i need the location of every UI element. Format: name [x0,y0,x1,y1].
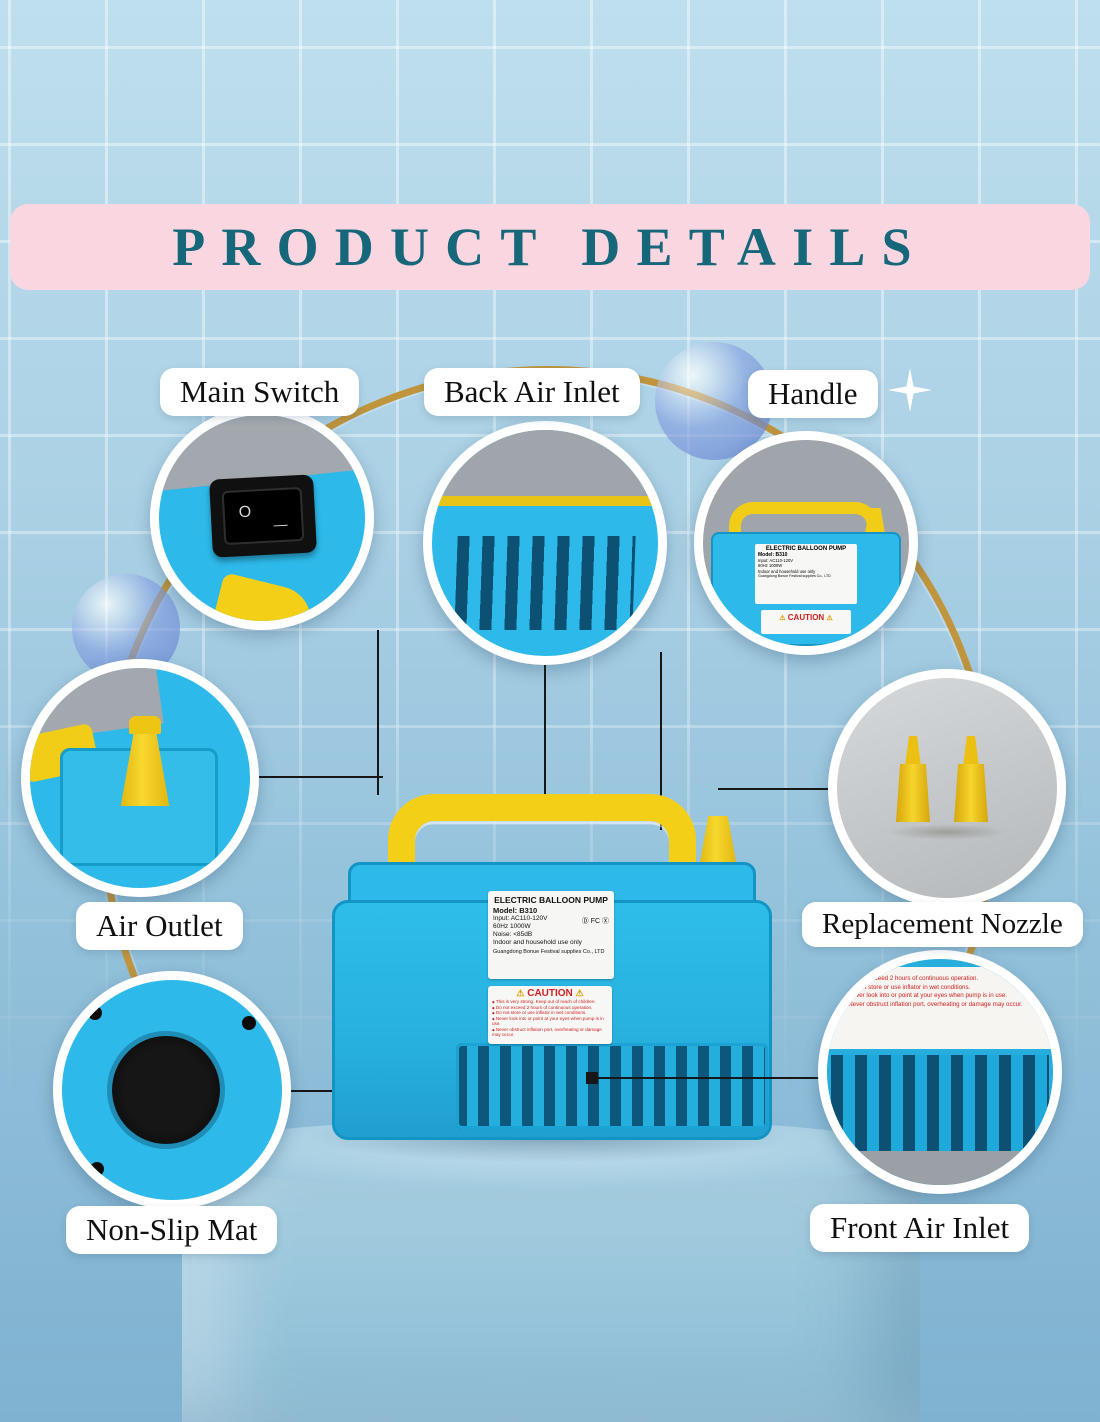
callout-air-outlet [21,659,259,897]
mini-spec-use: Indoor and household use only [758,568,816,574]
spec-input: Input: AC110-120V [493,915,548,922]
spec-input-row: Input: AC110-120V 60Hz 1000W Ⓓ FC Ⓧ [493,915,609,931]
spec-use: Indoor and household use only [493,939,582,947]
front-air-inlet-vents [831,1055,1049,1151]
connector-back-air-inlet [544,660,546,795]
connector-front-air-inlet-marker [586,1072,598,1084]
balloon-pump-product: ELECTRIC BALLOON PUMP Model: B310 Input:… [330,788,775,1140]
callout-front-air-inlet: Do not exceed 2 hours of continuous oper… [818,950,1062,1194]
spec-noise: Noise: <85dB [493,931,533,939]
spec-company: Guangdong Bonue Festival supplies Co., L… [493,948,605,955]
connector-handle [660,652,662,830]
spec-model: Model: B310 [493,906,538,915]
warning-icon: ⚠ [516,988,525,998]
callout-main-switch: O — [150,406,374,630]
connector-main-switch [377,630,379,795]
caution-line: Do not exceed 2 hours of continuous oper… [843,975,1037,984]
pump-front-vents [456,1043,768,1129]
handle-edge [432,496,658,506]
connector-front-air-inlet [592,1077,820,1079]
replacement-nozzle-1 [895,736,931,828]
replacement-nozzle-2 [953,736,989,828]
mini-spec-title: ELECTRIC BALLOON PUMP [765,546,847,552]
warning-icon: ⚠ [826,615,833,622]
nozzle-tip [963,736,979,766]
label-handle: Handle [748,370,878,418]
caution-line: This is very strong. Keep out of reach o… [492,999,608,1005]
switch-off-symbol: — [273,515,288,533]
certification-marks-icon: Ⓓ FC Ⓧ [581,918,609,925]
caution-line: Never look into or point at your eyes wh… [843,992,1037,1001]
pedestal-front [182,1152,920,1422]
callout-back-air-inlet [423,421,667,665]
label-air-outlet: Air Outlet [76,902,243,950]
mini-caution-label: ⚠ CAUTION ⚠ [761,610,851,634]
mini-spec-label: ELECTRIC BALLOON PUMP Model: B310 Input:… [755,544,857,604]
connector-replacement-nozzle [718,788,830,790]
mini-spec-company: Guangdong Bonue Festival supplies Co., L… [758,573,831,578]
caution-label: ⚠ CAUTION ⚠ This is very strong. Keep ou… [488,986,612,1044]
spec-title: ELECTRIC BALLOON PUMP [494,895,608,905]
caution-line: Never obstruct inflation port, overheati… [843,1001,1037,1010]
warning-icon: ⚠ [575,988,584,998]
mini-pump-nozzle [865,508,885,534]
table-surface [827,1151,1053,1185]
screw-dot [242,1016,256,1030]
background-wall [432,430,658,498]
callout-replacement-nozzle [828,669,1066,907]
nozzle-body [954,764,988,822]
label-back-air-inlet: Back Air Inlet [424,368,640,416]
nozzle-shadow [887,824,1007,840]
screw-dot [90,1162,104,1176]
rubber-foot-pad [112,1036,220,1144]
label-front-air-inlet: Front Air Inlet [810,1204,1030,1252]
nozzle-edge [212,572,318,621]
caution-line: Do not store or use inflator in wet cond… [492,1010,608,1016]
warning-icon: ⚠ [779,615,786,622]
caution-line: Do not store or use inflator in wet cond… [843,984,1037,993]
product-spec-label: ELECTRIC BALLOON PUMP Model: B310 Input:… [488,891,614,979]
caution-line: Never look into or point at your eyes wh… [492,1016,608,1027]
air-outlet-nozzle-tip [129,716,161,734]
mini-spec-model: Model: B310 [758,552,788,558]
air-inlet-vents [454,536,636,630]
switch-on-symbol: O [238,503,252,522]
switch-frame: O — [209,474,317,558]
connector-air-outlet [257,776,383,778]
page-title: PRODUCT DETAILS [172,217,928,277]
title-banner: PRODUCT DETAILS [10,204,1090,290]
callout-handle: ELECTRIC BALLOON PUMP Model: B310 Input:… [694,431,918,655]
caution-title: ⚠ CAUTION ⚠ [516,988,584,999]
spec-input-block: Input: AC110-120V 60Hz 1000W [493,915,547,931]
label-replacement-nozzle: Replacement Nozzle [802,902,1083,947]
screw-dot [88,1006,102,1020]
mini-spec-input: Input: AC110-120V [758,558,794,563]
spec-power: 60Hz 1000W [493,923,531,931]
label-main-switch: Main Switch [160,368,360,416]
nozzle-tip [905,736,921,766]
caution-line: Never obstruct inflation port, overheati… [492,1027,608,1038]
nozzle-body [896,764,930,822]
caution-line: Do not exceed 2 hours of continuous oper… [492,1005,608,1011]
callout-non-slip-mat [53,971,291,1209]
label-non-slip-mat: Non-Slip Mat [66,1206,278,1254]
mini-spec-power: 60Hz 1000W [758,563,783,569]
rocker-switch: O — [221,486,305,546]
caution-label-closeup: Do not exceed 2 hours of continuous oper… [827,967,1053,1049]
